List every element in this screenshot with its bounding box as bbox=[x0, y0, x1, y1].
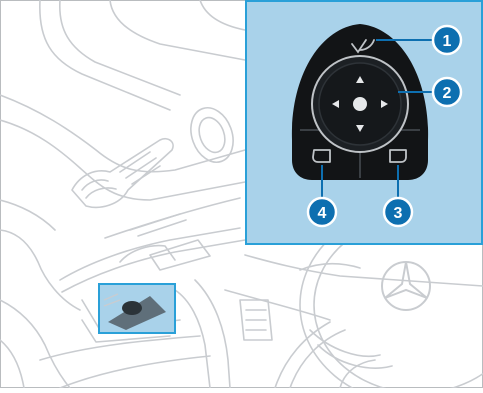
switch-thumbnail-knob bbox=[122, 301, 142, 315]
callout-4-label: 4 bbox=[318, 205, 327, 222]
callout-3-label: 3 bbox=[394, 205, 403, 222]
callout-3: 3 bbox=[384, 198, 412, 226]
mirror-switch-location-highlight bbox=[99, 284, 175, 333]
callout-4: 4 bbox=[308, 198, 336, 226]
callout-2: 2 bbox=[433, 78, 461, 106]
direction-pad-center bbox=[353, 97, 367, 111]
callout-1-label: 1 bbox=[443, 33, 452, 50]
callout-2-label: 2 bbox=[443, 85, 452, 102]
mirror-control-inset: 1 2 3 4 bbox=[246, 1, 482, 244]
callout-1: 1 bbox=[433, 26, 461, 54]
direction-pad-icon[interactable] bbox=[312, 56, 408, 152]
